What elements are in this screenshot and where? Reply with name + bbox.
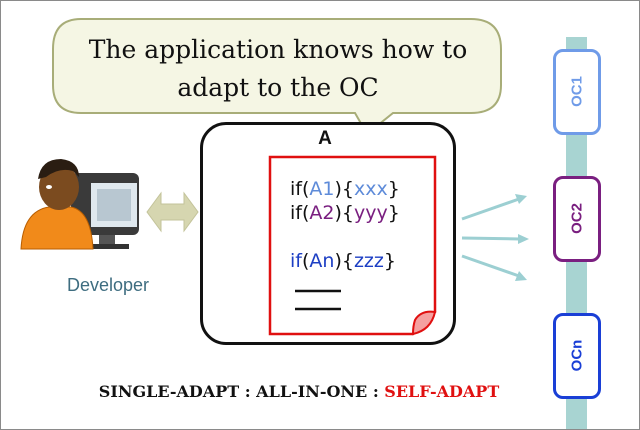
oc2-box bbox=[553, 176, 601, 262]
developer-icon bbox=[20, 159, 139, 250]
arrows-to-oc bbox=[461, 194, 529, 281]
bubble-text: The application knows how to adapt to th… bbox=[88, 35, 468, 102]
footer-part-2: SELF-ADAPT bbox=[384, 382, 500, 401]
oc2-label: OC2 bbox=[568, 203, 586, 234]
footer-caption: SINGLE-ADAPT : ALL-IN-ONE : SELF-ADAPT bbox=[1, 382, 597, 401]
oc1-label: OC1 bbox=[568, 76, 586, 107]
code-line-1: if(A1){xxx} bbox=[290, 178, 400, 200]
double-arrow-icon bbox=[146, 191, 199, 233]
application-label: A bbox=[318, 128, 332, 149]
code-sheet bbox=[268, 155, 437, 336]
oc1-box bbox=[553, 49, 601, 135]
code-line-2: if(A2){yyy} bbox=[290, 202, 400, 224]
ocn-label: OCn bbox=[568, 339, 586, 372]
ocn-box bbox=[553, 313, 601, 399]
code-line-3: if(An){zzz} bbox=[290, 250, 396, 272]
footer-part-1: SINGLE-ADAPT : ALL-IN-ONE : bbox=[98, 382, 385, 401]
developer-label: Developer bbox=[66, 275, 150, 295]
